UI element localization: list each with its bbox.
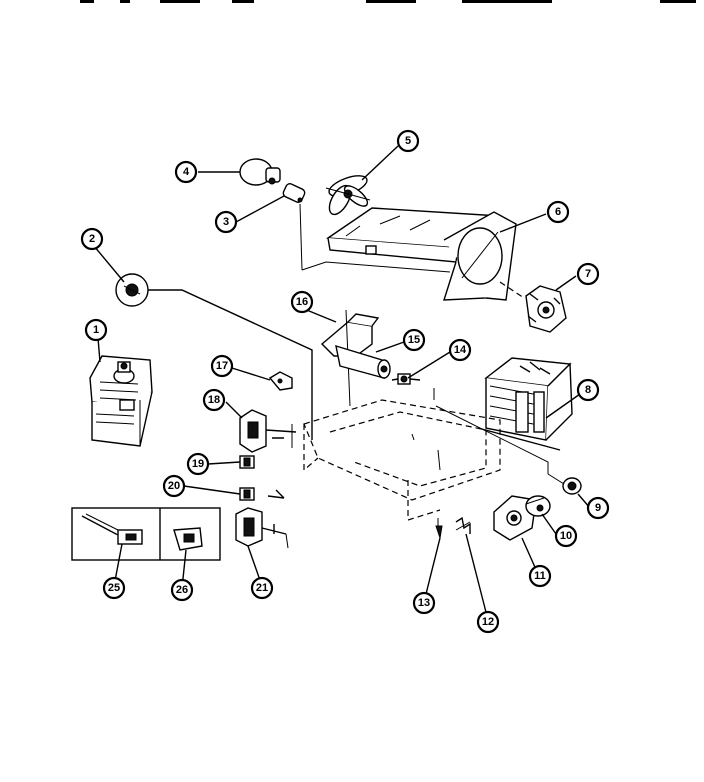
magnetron-part [89, 355, 153, 447]
callout-11: 11 [528, 564, 552, 588]
callout-1: 1 [84, 318, 108, 342]
callout-14-label: 14 [454, 344, 467, 356]
callout-1-label: 1 [93, 324, 99, 336]
switch-19-part [239, 455, 255, 469]
lamp-bulb-part [239, 158, 281, 186]
callout-5: 5 [396, 129, 420, 153]
capacitor-part [335, 344, 391, 379]
hv-transformer-part [477, 357, 573, 451]
callout-17: 17 [210, 354, 234, 378]
callout-21-label: 21 [256, 582, 268, 594]
callout-2-label: 2 [89, 233, 95, 245]
diode-part [391, 373, 435, 400]
callout-16-label: 16 [296, 296, 308, 308]
callout-4: 4 [174, 160, 198, 184]
callout-5-label: 5 [405, 135, 411, 147]
callout-10: 10 [554, 524, 578, 548]
callout-16: 16 [290, 290, 314, 314]
screw-part [435, 518, 443, 539]
door-switch-assembly-part [239, 409, 297, 453]
fan-blade-part [325, 175, 371, 216]
callout-7-label: 7 [585, 268, 591, 280]
callout-18-label: 18 [208, 394, 220, 406]
callout-25-label: 25 [108, 582, 120, 594]
callout-12-label: 12 [482, 616, 494, 628]
fuse-holder-part [547, 473, 582, 495]
callout-15: 15 [402, 328, 426, 352]
air-guide-bracket-part [301, 207, 517, 301]
callout-6-label: 6 [555, 206, 561, 218]
spring-part [455, 516, 471, 534]
callout-4-label: 4 [183, 166, 190, 178]
callout-21: 21 [250, 576, 274, 600]
callout-26-label: 26 [176, 584, 188, 596]
callout-7: 7 [576, 262, 600, 286]
callout-6: 6 [546, 200, 570, 224]
callout-26: 26 [170, 578, 194, 602]
switch-20-part [239, 487, 285, 501]
callout-13-label: 13 [418, 597, 430, 609]
callout-19: 19 [186, 452, 210, 476]
callout-3: 3 [214, 210, 238, 234]
callout-9: 9 [586, 496, 610, 520]
callout-2: 2 [80, 227, 104, 251]
callout-18: 18 [202, 388, 226, 412]
callout-15-label: 15 [408, 334, 420, 346]
kit-parts-box [71, 507, 221, 561]
callout-12: 12 [476, 610, 500, 634]
callout-20-label: 20 [168, 480, 180, 492]
callout-14: 14 [448, 338, 472, 362]
callout-8-label: 8 [585, 384, 591, 396]
lamp-socket-part [282, 183, 306, 271]
callout-9-label: 9 [595, 502, 601, 514]
fan-motor-part [499, 281, 567, 333]
callout-11-label: 11 [534, 570, 546, 582]
capacitor-bracket-part [320, 309, 380, 407]
callout-3-label: 3 [223, 216, 229, 228]
base-pan-outline [303, 399, 549, 521]
callout-10-label: 10 [560, 530, 572, 542]
cropped-header-marks [80, 0, 696, 3]
interlock-switch-part [235, 507, 289, 549]
callout-8: 8 [576, 378, 600, 402]
callout-17-label: 17 [216, 360, 228, 372]
switch-lever-part [268, 371, 293, 391]
callout-19-label: 19 [192, 458, 204, 470]
thermostat-part [525, 495, 551, 517]
callout-25: 25 [102, 576, 126, 600]
callout-20: 20 [162, 474, 186, 498]
callout-13: 13 [412, 591, 436, 615]
